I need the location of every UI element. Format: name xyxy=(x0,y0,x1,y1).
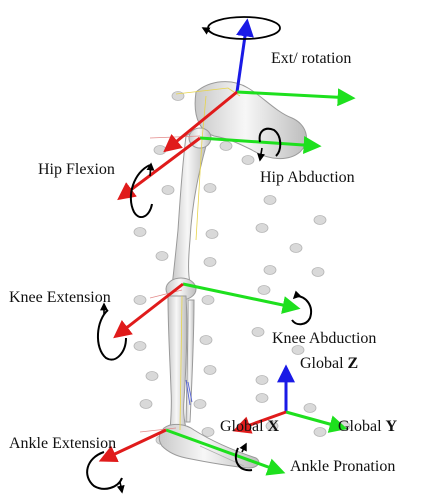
marker-ball xyxy=(264,266,276,275)
hip-z-axis xyxy=(237,22,247,92)
marker-ball xyxy=(252,328,264,337)
global-y-axis xyxy=(286,412,344,428)
knee-abduction-label: Knee Abduction xyxy=(272,331,376,347)
marker-ball xyxy=(220,142,232,151)
marker-ball xyxy=(202,296,214,305)
marker-ball xyxy=(256,376,268,385)
marker-ball xyxy=(204,184,216,193)
marker-ball xyxy=(146,372,158,381)
marker-ball xyxy=(312,268,324,277)
marker-ball xyxy=(134,296,146,305)
hip-flexion-arrow xyxy=(131,164,152,217)
global-z-letter: Z xyxy=(348,355,359,372)
marker-ball xyxy=(200,336,212,345)
marker-ball xyxy=(206,230,218,239)
global-y-letter: Y xyxy=(386,418,398,435)
hip-abduction-label: Hip Abduction xyxy=(260,170,355,186)
marker-ball xyxy=(304,404,316,413)
marker-ball xyxy=(162,186,174,195)
global-y-label: Global Y xyxy=(338,419,397,435)
knee-abduction-arrow xyxy=(292,294,311,324)
global-z-prefix: Global xyxy=(300,355,348,372)
global-x-prefix: Global xyxy=(220,418,268,435)
marker-ball xyxy=(256,224,268,233)
marker-ball xyxy=(194,400,206,409)
ext-rotation-arrow xyxy=(203,17,280,39)
marker-ball xyxy=(156,252,168,261)
ext-rotation-label: Ext/ rotation xyxy=(271,51,351,67)
marker-ball xyxy=(134,228,146,237)
marker-ball xyxy=(290,244,302,253)
hip-flexion-label: Hip Flexion xyxy=(38,162,115,178)
marker-ball xyxy=(258,286,270,295)
marker-ball xyxy=(202,428,214,437)
marker-ball xyxy=(256,394,268,403)
marker-ball xyxy=(154,146,166,155)
global-x-letter: X xyxy=(268,418,280,435)
global-z-label: Global Z xyxy=(300,356,358,372)
global-y-prefix: Global xyxy=(338,418,386,435)
global-x-label: Global X xyxy=(220,419,279,435)
ankle-extension-label: Ankle Extension xyxy=(9,436,116,452)
marker-ball xyxy=(172,92,184,101)
marker-ball xyxy=(264,196,276,205)
tibia-bone xyxy=(168,296,187,430)
marker-ball xyxy=(204,366,216,375)
marker-ball xyxy=(314,428,326,437)
marker-ball xyxy=(314,216,326,225)
marker-ball xyxy=(134,342,146,351)
marker-ball xyxy=(242,156,254,165)
ankle-pronation-label: Ankle Pronation xyxy=(290,459,395,475)
marker-ball xyxy=(140,400,152,409)
marker-ball xyxy=(204,258,216,267)
knee-extension-label: Knee Extension xyxy=(9,290,111,306)
knee-y-axis xyxy=(183,284,297,308)
